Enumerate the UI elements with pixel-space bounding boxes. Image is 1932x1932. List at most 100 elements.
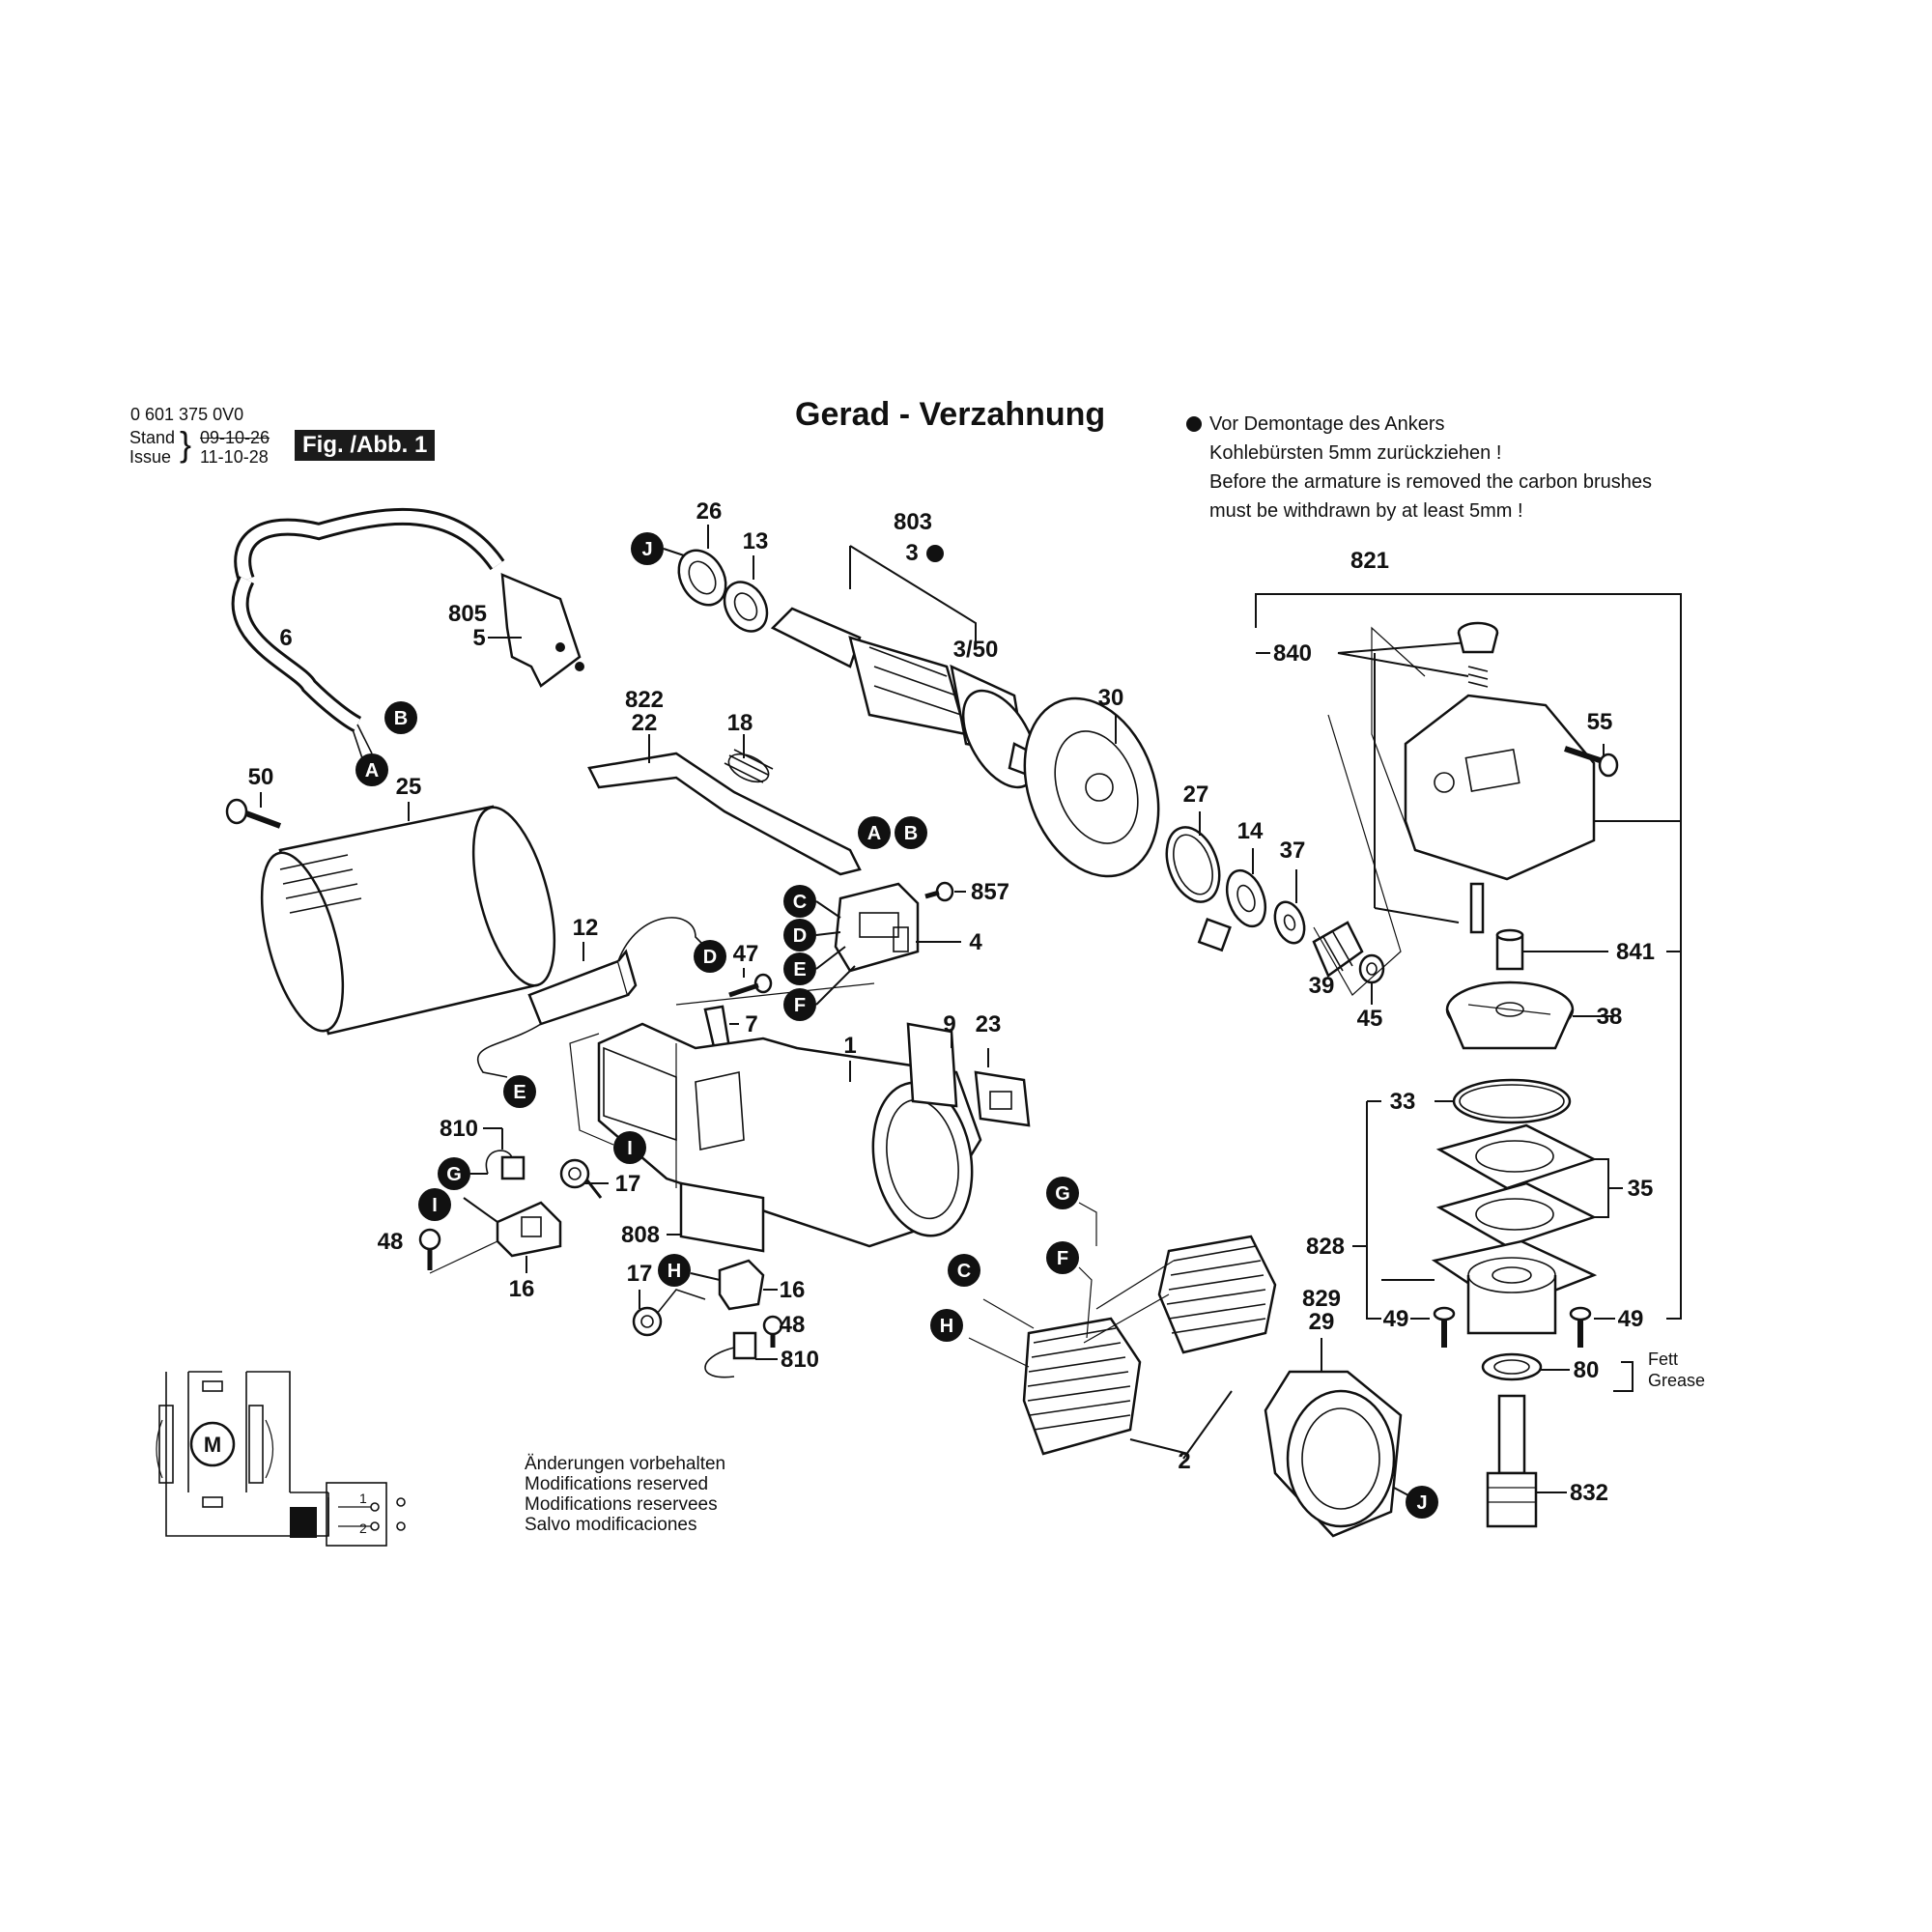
label-857: 857 — [971, 879, 1009, 905]
capacitor-wire-e — [476, 1023, 542, 1078]
label-803: 803 — [894, 509, 932, 535]
label-4: 4 — [969, 929, 982, 955]
label-16-right: 16 — [780, 1277, 806, 1303]
lock-lever — [587, 752, 862, 876]
screw-55 — [1564, 746, 1619, 778]
connector-F-switch: F — [783, 988, 816, 1021]
connector-E-switch: E — [783, 952, 816, 985]
label-829: 829 — [1302, 1286, 1341, 1312]
wire-field-f — [1083, 1293, 1170, 1344]
capacitor-wire-d — [617, 917, 711, 962]
guide-switch — [675, 982, 875, 1006]
bushing-841 — [1495, 928, 1524, 971]
guide-48-left — [429, 1240, 498, 1274]
svg-text:C: C — [957, 1261, 971, 1282]
field-coil-lower — [1022, 1317, 1142, 1456]
spring-17-right — [632, 1289, 706, 1337]
side-cover-9 — [906, 1022, 958, 1108]
svg-text:H: H — [668, 1261, 681, 1282]
issue-label: Issue — [129, 447, 172, 467]
connector-J-airguide: J — [1406, 1486, 1438, 1519]
note-de-line2: Kohlebürsten 5mm zurückziehen ! — [1209, 442, 1502, 464]
leader-J-top — [663, 548, 685, 556]
label-29: 29 — [1309, 1309, 1335, 1335]
bevel-gear-38 — [1445, 980, 1575, 1050]
brush-810-right — [704, 1331, 757, 1378]
key-part — [1197, 918, 1232, 952]
spring-840 — [1467, 666, 1489, 688]
connector-B-cord: B — [384, 701, 417, 734]
air-guide-29 — [1264, 1370, 1403, 1538]
stand-label: Stand — [129, 428, 176, 447]
washer-37 — [1273, 900, 1306, 945]
note-en-line1: Before the armature is removed the carbo… — [1209, 471, 1653, 493]
grease-label-en: Grease — [1648, 1371, 1705, 1390]
ring-27 — [1165, 826, 1221, 903]
leader-switch-connectors — [815, 900, 856, 1006]
label-18: 18 — [727, 710, 753, 736]
label-16-left: 16 — [509, 1276, 535, 1302]
connector-D-capacitor: D — [694, 940, 726, 973]
brush-holder-16-right — [718, 1259, 765, 1311]
power-cord — [231, 507, 505, 759]
label-35: 35 — [1628, 1176, 1654, 1202]
label-822: 822 — [625, 687, 664, 713]
switch-label-2: 2 — [359, 1520, 367, 1536]
ring-80 — [1481, 1352, 1543, 1381]
switch-block — [834, 882, 920, 973]
label-49-left: 49 — [1383, 1306, 1409, 1332]
wire-field-c — [982, 1298, 1035, 1329]
page-title: Gerad - Verzahnung — [795, 396, 1106, 433]
date-new: 11-10-28 — [200, 447, 269, 467]
wire-G-field — [1078, 1202, 1097, 1246]
pinion-39 — [1312, 921, 1364, 978]
note-dot-marker — [926, 545, 944, 562]
label-14: 14 — [1237, 818, 1264, 844]
label-1: 1 — [843, 1033, 856, 1059]
svg-text:E: E — [793, 959, 806, 980]
wire-I-housing — [569, 1033, 614, 1146]
label-9: 9 — [943, 1011, 955, 1037]
part-number: 0 601 375 0V0 — [130, 405, 244, 424]
cap-840 — [1457, 621, 1499, 654]
label-805: 805 — [448, 601, 487, 627]
brush-holder-16-left — [496, 1201, 562, 1258]
modification-es: Salvo modificaciones — [525, 1515, 697, 1535]
label-80: 80 — [1574, 1357, 1600, 1383]
label-2: 2 — [1178, 1448, 1190, 1474]
bearing-26 — [677, 549, 727, 607]
bearing-flange — [1431, 1239, 1598, 1335]
gear-housing — [1371, 626, 1596, 881]
svg-text:G: G — [1055, 1183, 1070, 1205]
label-7: 7 — [745, 1011, 757, 1037]
label-5: 5 — [472, 625, 485, 651]
label-27: 27 — [1183, 781, 1209, 808]
leader-2 — [1129, 1390, 1233, 1460]
svg-text:D: D — [703, 947, 717, 968]
svg-text:J: J — [641, 539, 652, 560]
label-808 — [679, 1181, 765, 1253]
label-3: 3 — [905, 540, 918, 566]
grease-label-de: Fett — [1648, 1350, 1678, 1369]
wire-F-field — [1078, 1266, 1093, 1339]
screw-47 — [728, 973, 773, 998]
label-810-left: 810 — [440, 1116, 478, 1142]
spindle-832 — [1486, 1394, 1538, 1528]
leader-I-left — [463, 1197, 498, 1223]
label-26: 26 — [696, 498, 723, 525]
label-48-left: 48 — [378, 1229, 404, 1255]
modification-de: Änderungen vorbehalten — [525, 1454, 726, 1474]
leader-840-d — [1374, 907, 1460, 923]
svg-text:B: B — [394, 708, 408, 729]
connector-E-capacitor: E — [503, 1075, 536, 1108]
svg-text:D: D — [793, 925, 807, 947]
leader-828-bracket — [1366, 1101, 1381, 1320]
explode-guide-right — [1313, 714, 1402, 996]
label-23: 23 — [976, 1011, 1002, 1037]
screw-48-right — [762, 1315, 783, 1348]
armature — [770, 607, 1055, 789]
mains-plug — [500, 573, 584, 688]
label-30: 30 — [1098, 685, 1124, 711]
bearing-13 — [723, 581, 769, 633]
